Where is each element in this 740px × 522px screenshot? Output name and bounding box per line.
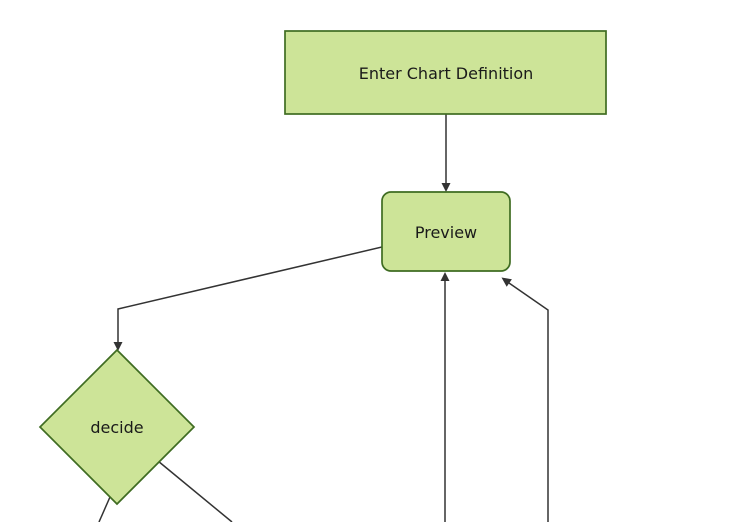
node-decide-label: decide xyxy=(90,418,143,437)
node-preview-label: Preview xyxy=(415,223,477,242)
node-decide-shape xyxy=(38,348,196,506)
arrowhead-enter-to-preview xyxy=(441,183,451,192)
node-preview-shape xyxy=(381,191,511,272)
arrowhead-preview-to-decide xyxy=(113,342,123,351)
node-preview: Preview xyxy=(381,191,511,272)
edge-decide-to-bottomright xyxy=(157,460,233,522)
arrowhead-bottom-to-preview xyxy=(440,272,450,281)
edge-decide-to-bottomleft xyxy=(98,496,111,522)
node-enter-chart-definition-shape xyxy=(284,30,607,115)
edge-bottomright-to-preview xyxy=(508,282,549,522)
node-enter-chart-definition-label: Enter Chart Definition xyxy=(359,64,534,83)
edge-preview-to-decide xyxy=(117,246,383,343)
node-decide: decide xyxy=(38,348,196,506)
arrowhead-bottomright-to-preview xyxy=(501,277,512,287)
node-enter-chart-definition: Enter Chart Definition xyxy=(284,30,607,115)
